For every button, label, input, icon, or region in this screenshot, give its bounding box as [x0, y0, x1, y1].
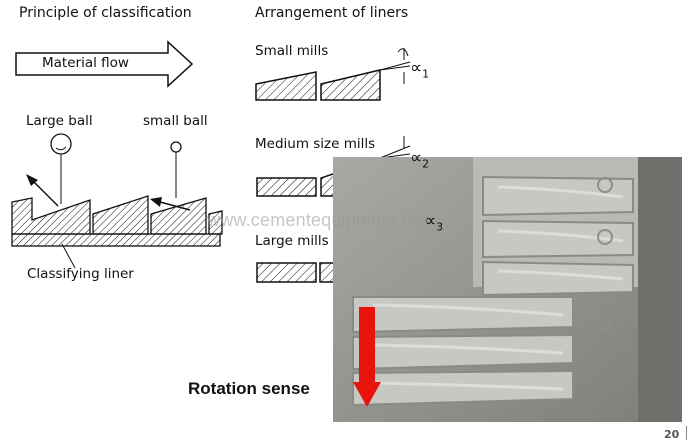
- principle-title: Principle of classification: [19, 5, 192, 21]
- rotation-arrow-head: [353, 382, 381, 407]
- alpha-3-symbol: ∝3: [424, 211, 444, 234]
- material-flow-label: Material flow: [42, 55, 129, 71]
- alpha-2-symbol: ∝2: [410, 148, 430, 171]
- page-divider: [686, 426, 687, 440]
- alpha-1-symbol: ∝1: [410, 58, 430, 81]
- classifying-liner-label: Classifying liner: [27, 266, 134, 282]
- large-mills-label: Large mills: [255, 233, 329, 249]
- page-number: 20: [664, 428, 680, 441]
- classifying-liner-profile: [11, 195, 223, 247]
- arrangement-title: Arrangement of liners: [255, 5, 409, 21]
- small-mills-liners: [255, 48, 411, 101]
- small-ball-icon: [170, 141, 182, 198]
- material-flow-arrow: [15, 40, 194, 88]
- rotation-sense-label: Rotation sense: [188, 379, 310, 398]
- small-mills-label: Small mills: [255, 43, 329, 59]
- large-ball-label: Large ball: [26, 113, 93, 129]
- rotation-arrow-shaft: [359, 307, 375, 382]
- large-ball-icon: [50, 133, 72, 204]
- ball-trajectory-arrows: [26, 174, 191, 269]
- small-ball-label: small ball: [143, 113, 208, 129]
- liner-photo: [333, 157, 682, 422]
- medium-mills-label: Medium size mills: [255, 136, 376, 152]
- watermark: www.cementequipment.org: [207, 210, 429, 230]
